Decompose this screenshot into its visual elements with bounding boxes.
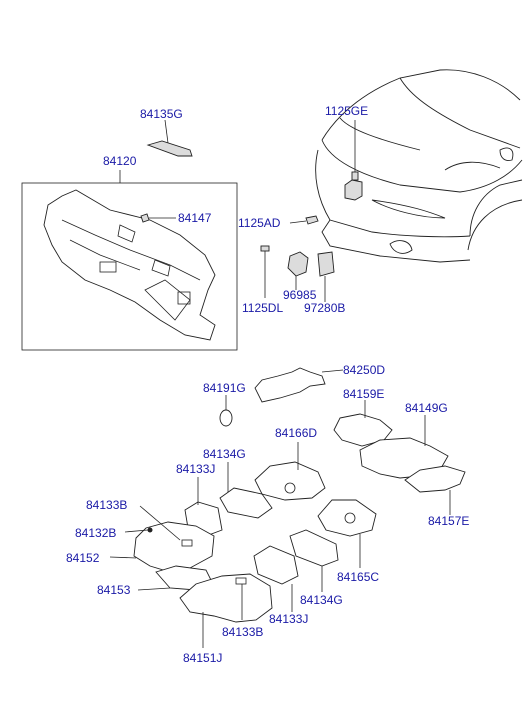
dash-panel-frame (21, 182, 238, 351)
pad-84157E (404, 465, 466, 515)
label-84133B-bottom: 84133B (222, 625, 263, 639)
label-84159E: 84159E (343, 387, 384, 401)
label-84250D: 84250D (343, 363, 385, 377)
label-84149G: 84149G (405, 401, 448, 415)
pad-84134G-top (219, 462, 273, 519)
dash-insulator-84120 (43, 189, 216, 341)
label-1125GE: 1125GE (325, 104, 368, 118)
label-84147: 84147 (178, 211, 212, 225)
label-84157E: 84157E (428, 514, 469, 528)
pad-84250D (254, 367, 344, 403)
leader-84153 (137, 587, 171, 591)
label-84133J-top: 84133J (176, 462, 215, 476)
label-84134G-bottom: 84134G (300, 593, 343, 607)
label-84166D: 84166D (275, 426, 317, 440)
sensor-96985 (287, 251, 309, 290)
pad-84166D (254, 442, 326, 501)
leader-84152 (109, 556, 137, 559)
label-97280B: 97280B (304, 301, 345, 315)
pad-84165C (317, 499, 377, 568)
label-84120: 84120 (103, 154, 137, 168)
label-84133B-left: 84133B (86, 498, 127, 512)
label-84134G-top: 84134G (203, 447, 246, 461)
label-84153: 84153 (97, 583, 131, 597)
label-84132B: 84132B (75, 526, 116, 540)
pad-84152 (133, 521, 215, 573)
label-1125DL: 1125DL (242, 301, 283, 315)
leader-84132B (124, 529, 149, 533)
bolt-1125AD (289, 215, 319, 225)
label-84165C: 84165C (337, 570, 379, 584)
hood-latch-bracket (344, 120, 363, 201)
pad-84134G-bottom (289, 529, 339, 592)
label-84151J: 84151J (183, 651, 222, 665)
clip-84132B (147, 527, 153, 533)
pad-84151J (179, 573, 273, 648)
leader-84133B (139, 505, 181, 541)
label-84152: 84152 (66, 551, 100, 565)
label-96985: 96985 (283, 288, 317, 302)
bracket-97280B (317, 251, 335, 302)
pad-84135G (146, 119, 193, 157)
car-front-illustration (315, 69, 523, 263)
grommet-84191G (219, 395, 233, 427)
pad-84133J-bottom (253, 545, 299, 612)
bolt-1125DL (260, 245, 270, 298)
label-84133J-bottom: 84133J (269, 612, 308, 626)
pad-84159E (333, 400, 393, 447)
label-1125AD: 1125AD (238, 216, 281, 230)
label-84191G: 84191G (203, 381, 246, 395)
clip-84147 (140, 213, 176, 223)
label-84135G: 84135G (140, 107, 183, 121)
